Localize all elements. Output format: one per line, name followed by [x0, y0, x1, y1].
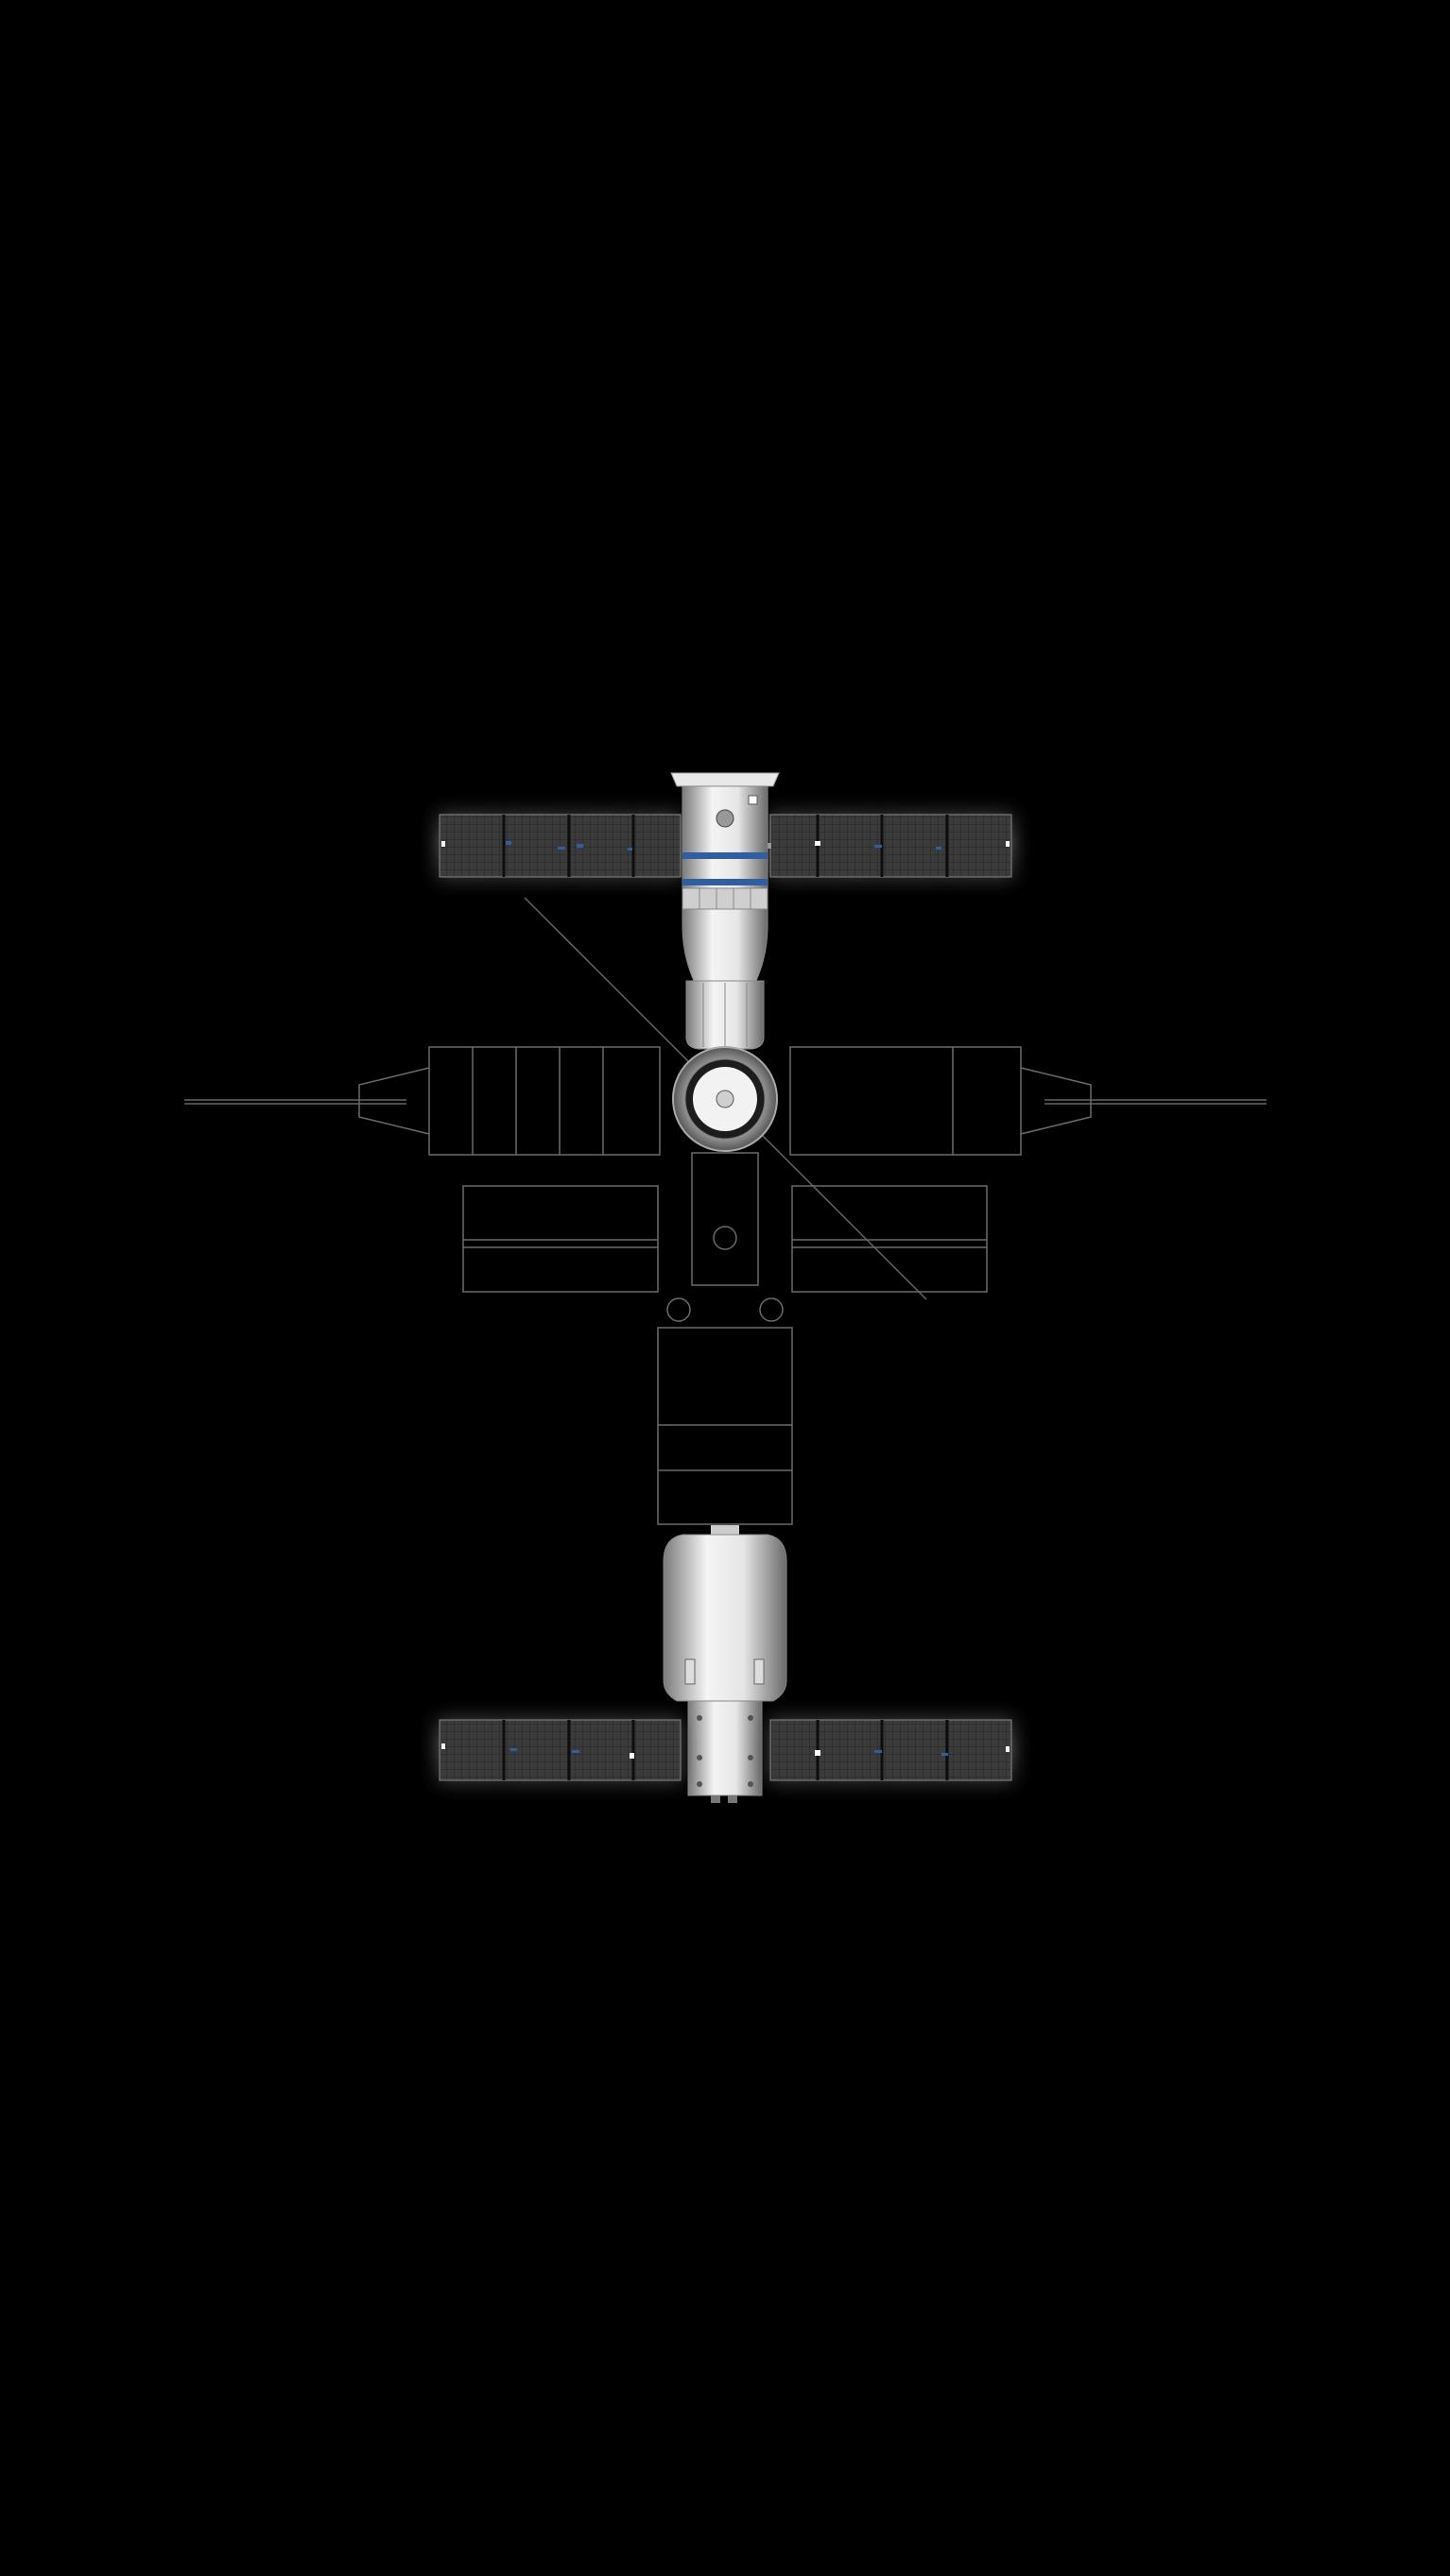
module-outline	[358, 1046, 1092, 1525]
lower-solar-array-left	[439, 1719, 682, 1781]
docking-hub	[672, 1046, 778, 1152]
lower-solar-array-right	[769, 1719, 1012, 1781]
cargo-ship	[663, 1525, 787, 1803]
crew-capsule	[670, 772, 780, 1050]
upper-solar-array-left	[439, 814, 682, 878]
upper-solar-array-right	[769, 814, 1012, 878]
